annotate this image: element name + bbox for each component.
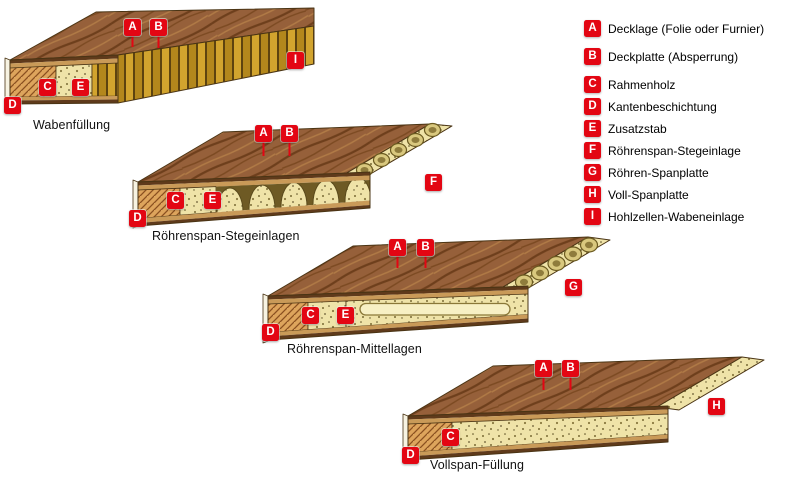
legend-item-voll-spanplatte: H Voll-Spanplatte	[584, 186, 689, 203]
marker-zusatzstab-panel2: E	[204, 192, 221, 209]
marker-decklage-panel4: A	[535, 360, 552, 377]
marker-rahmenholz-panel2: C	[167, 192, 184, 209]
marker-decklage-panel3: A	[389, 239, 406, 256]
legend-key-a: A	[584, 20, 601, 37]
marker-rahmenholz-panel3: C	[302, 307, 319, 324]
legend-item-rahmenholz: C Rahmenholz	[584, 76, 675, 93]
marker-deckplatte-panel2: B	[281, 125, 298, 142]
legend-item-kantenbeschichtung: D Kantenbeschichtung	[584, 98, 717, 115]
panel-roehrenspan-mittellagen-illustration	[262, 236, 611, 344]
marker-rahmenholz-panel1: C	[39, 79, 56, 96]
caption-wabenfuellung: Wabenfüllung	[33, 118, 111, 132]
legend-key-b: B	[584, 48, 601, 65]
legend-label-roehren-spanplatte: Röhren-Spanplatte	[608, 165, 709, 180]
legend-label-deckplatte: Deckplatte (Absperrung)	[608, 49, 739, 64]
legend-key-d: D	[584, 98, 601, 115]
legend-key-f: F	[584, 142, 601, 159]
legend: A Decklage (Folie oder Furnier) B Deckpl…	[584, 0, 795, 240]
legend-key-e: E	[584, 120, 601, 137]
marker-vollspan-panel4: H	[708, 398, 725, 415]
marker-decklage-panel2: A	[255, 125, 272, 142]
marker-zusatzstab-panel3: E	[337, 307, 354, 324]
marker-kante-panel3: D	[262, 324, 279, 341]
caption-vollspan-fuellung: Vollspan-Füllung	[430, 458, 525, 472]
marker-decklage-panel1: A	[124, 19, 141, 36]
tube-hollow	[359, 302, 511, 316]
panel-wabenfuellung-illustration	[4, 7, 315, 107]
marker-rahmenholz-panel4: C	[442, 429, 459, 446]
legend-item-roehren-spanplatte: G Röhren-Spanplatte	[584, 164, 709, 181]
legend-label-stegeinlage: Röhrenspan-Stegeinlage	[608, 143, 741, 158]
legend-key-c: C	[584, 76, 601, 93]
marker-deckplatte-panel4: B	[562, 360, 579, 377]
legend-label-kantenbeschichtung: Kantenbeschichtung	[608, 99, 717, 114]
marker-deckplatte-panel3: B	[417, 239, 434, 256]
caption-roehrenspan-mittellagen: Röhrenspan-Mittellagen	[287, 342, 422, 356]
legend-key-i: I	[584, 208, 601, 225]
legend-item-wabeneinlage: I Hohlzellen-Wabeneinlage	[584, 208, 744, 225]
marker-kante-panel2: D	[129, 210, 146, 227]
legend-item-stegeinlage: F Röhrenspan-Stegeinlage	[584, 142, 741, 159]
marker-stegeinlage-panel2: F	[425, 174, 442, 191]
marker-wabeneinlage-panel1: I	[287, 52, 304, 69]
legend-label-rahmenholz: Rahmenholz	[608, 77, 676, 92]
legend-label-wabeneinlage: Hohlzellen-Wabeneinlage	[608, 209, 745, 224]
legend-label-zusatzstab: Zusatzstab	[608, 121, 667, 136]
legend-key-h: H	[584, 186, 601, 203]
marker-spanplatte-panel3: G	[565, 279, 582, 296]
marker-zusatzstab-panel1: E	[72, 79, 89, 96]
marker-deckplatte-panel1: B	[150, 19, 167, 36]
tube-holes	[514, 237, 599, 290]
legend-item-zusatzstab: E Zusatzstab	[584, 120, 667, 137]
marker-kante-panel4: D	[402, 447, 419, 464]
caption-roehrenspan-stegeinlagen: Röhrenspan-Stegeinlagen	[152, 229, 300, 243]
legend-label-voll-spanplatte: Voll-Spanplatte	[608, 187, 689, 202]
legend-item-deckplatte: B Deckplatte (Absperrung)	[584, 48, 738, 65]
legend-key-g: G	[584, 164, 601, 181]
legend-item-decklage: A Decklage (Folie oder Furnier)	[584, 20, 764, 37]
marker-kante-panel1: D	[4, 97, 21, 114]
legend-label-decklage: Decklage (Folie oder Furnier)	[608, 21, 765, 36]
